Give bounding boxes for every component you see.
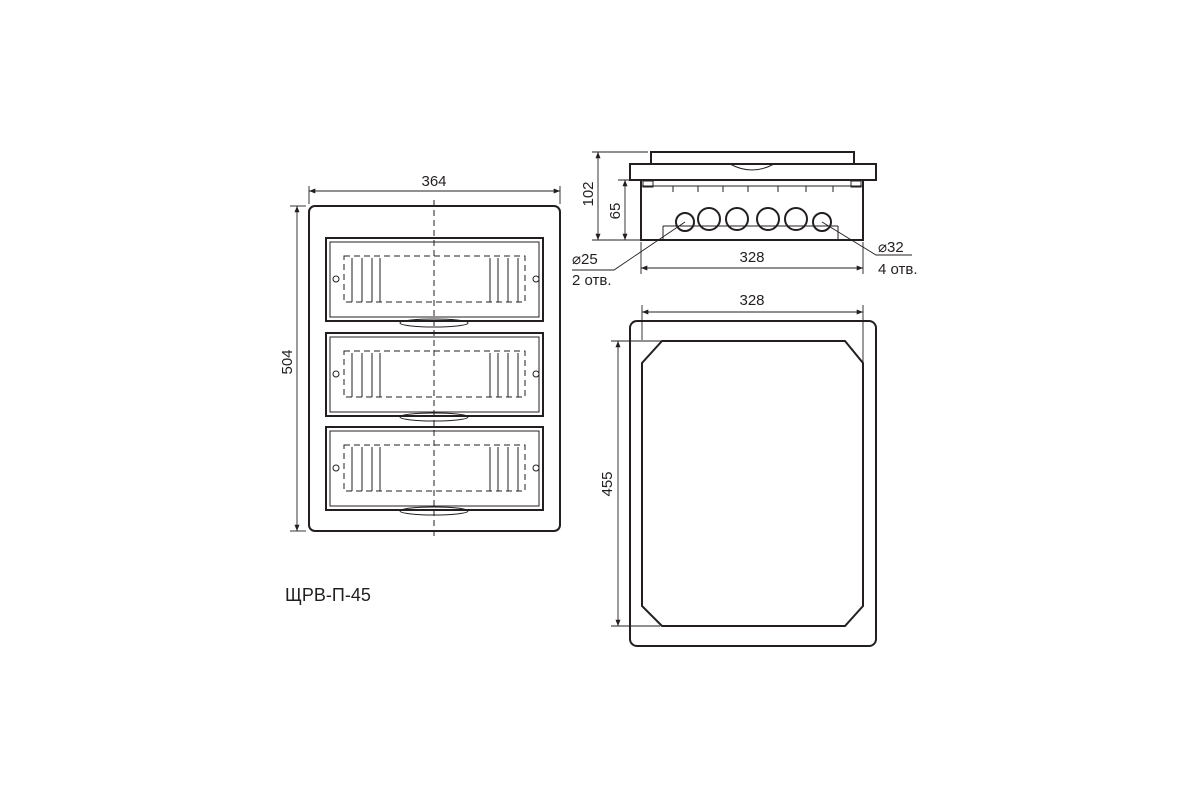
body-box xyxy=(640,179,864,241)
front-height-label: 504 xyxy=(279,349,296,374)
back-height-label: 455 xyxy=(599,471,616,496)
back-view: 328 455 xyxy=(599,292,877,647)
frame-outline xyxy=(629,320,877,647)
depth-body-label: 65 xyxy=(607,203,624,220)
hole-32 xyxy=(697,207,721,231)
front-view: 364 504 ЩРВ-П-45 xyxy=(279,173,561,605)
front-width-label: 364 xyxy=(421,173,446,190)
hole-25-diameter: ⌀25 xyxy=(572,251,598,268)
hole-32-count: 4 отв. xyxy=(878,261,918,278)
back-width-label: 328 xyxy=(739,292,764,309)
door-handle xyxy=(729,163,775,171)
top-view: 102 65 328 ⌀25 2 отв. ⌀32 4 отв. xyxy=(572,151,918,289)
module-row-1 xyxy=(325,237,544,328)
hole-32 xyxy=(725,207,749,231)
depth-total-label: 102 xyxy=(580,181,597,206)
hole-25 xyxy=(812,212,832,232)
hole-25 xyxy=(675,212,695,232)
door-top xyxy=(650,151,855,165)
mounting-box-outline xyxy=(641,340,864,627)
hole-32-leader xyxy=(821,221,912,256)
top-width-label: 328 xyxy=(739,249,764,266)
hole-25-leader xyxy=(572,221,686,271)
hole-32 xyxy=(784,207,808,231)
frame-flange xyxy=(629,163,877,181)
module-row-3 xyxy=(325,426,544,516)
module-row-2 xyxy=(325,332,544,422)
model-label: ЩРВ-П-45 xyxy=(285,585,371,605)
hole-32-diameter: ⌀32 xyxy=(878,239,904,256)
hole-32 xyxy=(756,207,780,231)
hole-25-count: 2 отв. xyxy=(572,272,612,289)
